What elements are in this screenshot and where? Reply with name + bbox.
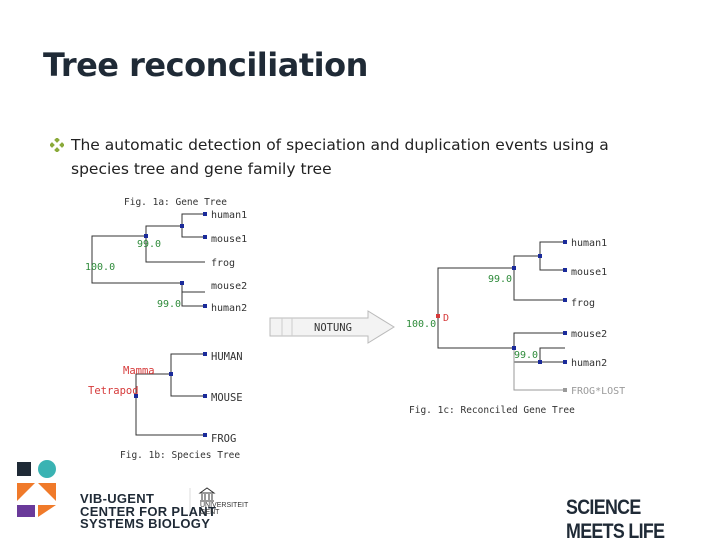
duplication-label: D <box>443 313 449 324</box>
species-leaf-label: MOUSE <box>211 392 243 404</box>
reconciled-leaf-label: mouse2 <box>571 329 607 340</box>
reconciled-leaf-label: mouse1 <box>571 267 607 278</box>
reconciled-node <box>512 266 516 270</box>
notung-arrow: NOTUNG <box>269 310 395 344</box>
gene-node <box>144 234 148 238</box>
diamond-bullet-icon <box>50 138 64 152</box>
lost-leaf-node <box>563 388 567 392</box>
reconciled-leaf-label: human2 <box>571 358 607 369</box>
species-leaf-label: HUMAN <box>211 351 243 363</box>
reconciled-leaf-label: human1 <box>571 238 607 249</box>
species-tree-nodes <box>134 352 207 437</box>
slide-title: Tree reconciliation <box>43 46 368 84</box>
reconciled-leaf-label: frog <box>571 298 595 309</box>
reconciled-nodes <box>512 240 567 364</box>
vib-logo-icon <box>17 460 56 517</box>
gene-leaf-label: frog <box>211 258 235 269</box>
reconciled-leaf-node <box>563 360 567 364</box>
gene-tree-caption: Fig. 1a: Gene Tree <box>124 197 227 208</box>
lost-branch <box>513 348 565 391</box>
species-leaf-node <box>203 394 207 398</box>
species-tree-caption: Fig. 1b: Species Tree <box>120 450 240 461</box>
bootstrap-label: 99.0 <box>157 299 181 310</box>
reconciled-tree <box>437 241 565 363</box>
species-tree <box>135 353 205 436</box>
science-meets-life-tagline: SCIENCE MEETS LIFE <box>566 496 665 543</box>
species-leaf-node <box>203 352 207 356</box>
bullet-text: The automatic detection of speciation an… <box>71 136 609 178</box>
lost-leaf-label: FROG*LOST <box>571 386 625 397</box>
gene-node <box>180 224 184 228</box>
ugent-logo-text: UNIVERSITEIT GENT <box>200 502 248 516</box>
bootstrap-label: 100.0 <box>85 262 115 273</box>
vib-line: SYSTEMS BIOLOGY <box>80 516 211 531</box>
gene-leaf-label: mouse2 <box>211 281 247 292</box>
gene-tree-nodes <box>144 212 207 308</box>
reconciled-node <box>538 254 542 258</box>
species-internal-label: Mamma <box>123 365 155 377</box>
ugent-line: GENT <box>200 509 220 516</box>
gene-leaf-label: mouse1 <box>211 234 247 245</box>
species-node <box>134 394 138 398</box>
duplication-node <box>436 314 440 318</box>
gene-node <box>180 281 184 285</box>
reconciled-leaf-node <box>563 331 567 335</box>
reconciled-node <box>538 360 542 364</box>
species-internal-label: Tetrapod <box>88 385 139 397</box>
reconciled-leaf-node <box>563 240 567 244</box>
ugent-line: UNIVERSITEIT <box>200 502 249 509</box>
ugent-logo-icon <box>198 487 216 502</box>
bootstrap-label: 99.0 <box>137 239 161 250</box>
bootstrap-label: 99.0 <box>514 350 538 361</box>
species-node <box>169 372 173 376</box>
reconciled-leaf-node <box>563 268 567 272</box>
vib-line: CENTER FOR PLANT <box>80 503 217 519</box>
reconciled-tree-caption: Fig. 1c: Reconciled Gene Tree <box>409 405 575 416</box>
gene-leaf-label: human1 <box>211 210 247 221</box>
vib-line: VIB-UGENT <box>80 491 155 506</box>
bullet-point: The automatic detection of speciation an… <box>50 133 650 181</box>
species-leaf-node <box>203 433 207 437</box>
bootstrap-label: 99.0 <box>488 274 512 285</box>
bootstrap-label: 100.0 <box>406 319 436 330</box>
reconciled-leaf-node <box>563 298 567 302</box>
gene-leaf-node <box>203 235 207 239</box>
vib-logo-text: VIB-UGENT CENTER FOR PLANT SYSTEMS BIOLO… <box>80 491 217 531</box>
gene-tree <box>91 213 205 307</box>
gene-leaf-label: human2 <box>211 303 247 314</box>
species-leaf-label: FROG <box>211 433 236 445</box>
gene-leaf-node <box>203 304 207 308</box>
notung-label: NOTUNG <box>314 322 352 334</box>
gene-leaf-node <box>203 212 207 216</box>
reconciled-node <box>512 346 516 350</box>
